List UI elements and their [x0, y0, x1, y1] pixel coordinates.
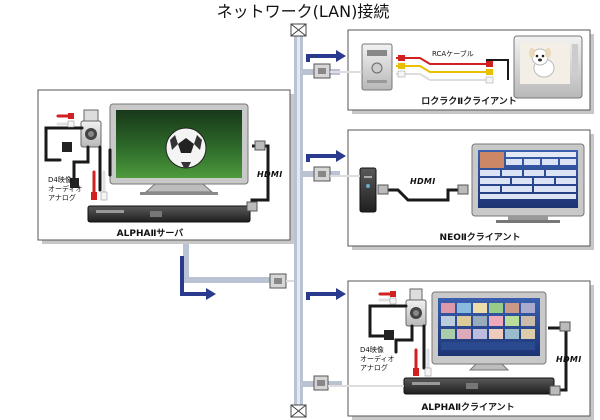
server-box-label: ALPHAⅡサーバ [117, 228, 184, 239]
rokuraku-lan-plug-icon [313, 63, 331, 79]
neo-tv-icon [471, 143, 585, 223]
server-av-cables [44, 114, 112, 198]
diagram-title: ネットワーク(LAN)接続 [217, 2, 390, 21]
alpha-client-box-label: ALPHAⅡクライアント [421, 402, 514, 413]
alpha-client-thumbnail-grid [441, 303, 535, 350]
alpha-client-port-label-line: D4映像 [360, 345, 384, 354]
alpha-client-rca-plugs-icon [384, 291, 432, 377]
lan-link-neo [303, 150, 360, 182]
server-port-label-line: アナログ [48, 193, 76, 202]
alpha-client-port-label-line: オーディオ [360, 354, 395, 363]
server-rca-plugs-icon [62, 113, 108, 201]
server-box: D4映像 オーディオ アナログ HDMI ALPHAⅡサーバ [37, 89, 294, 244]
neo-box-label: NEOⅡクライアント [440, 232, 521, 243]
lan-link-rokuraku [303, 50, 362, 79]
alpha-client-recorder-icon [403, 377, 555, 395]
alpha-client-hdmi-label: HDMI [556, 355, 581, 364]
lan-backbone [290, 23, 307, 418]
server-hdmi-cable [246, 140, 270, 212]
alpha-client-box: D4映像 オーディオ アナログ [347, 280, 594, 420]
lan-link-server [180, 244, 294, 300]
alpha-client-tuner-icon [405, 288, 427, 327]
rokuraku-cable-label: RCAケーブル [432, 49, 474, 58]
rokuraku-crt-tv-icon [513, 35, 583, 99]
rokuraku-client-box: RCAケーブル ロクラクⅡクライアント [347, 29, 594, 114]
rokuraku-rca-cable [396, 57, 509, 81]
lan-link-alpha-client [303, 288, 404, 391]
server-port-label-line: D4映像 [48, 175, 72, 184]
server-hdmi-label: HDMI [257, 170, 282, 179]
alpha-client-port-label: D4映像 オーディオ アナログ [360, 345, 397, 372]
server-recorder-icon [87, 205, 251, 223]
lan-bottom-junction-icon [290, 404, 307, 418]
server-tuner-icon [80, 109, 102, 148]
rokuraku-box-label: ロクラクⅡクライアント [421, 96, 517, 107]
alpha-client-tv-icon [431, 291, 547, 371]
neo-hdmi-cable [377, 184, 469, 202]
server-port-label-line: オーディオ [48, 184, 83, 193]
neo-device-icon [359, 167, 377, 213]
alpha-client-lan-plug-icon [313, 375, 329, 391]
alpha-client-port-label-line: アナログ [360, 363, 388, 372]
neo-hdmi-label: HDMI [410, 177, 435, 186]
neo-lan-plug-icon [313, 166, 331, 182]
server-tv-icon [109, 103, 249, 195]
neo-client-box: HDMI NEOⅡクライアント [347, 129, 594, 250]
rokuraku-device-icon [361, 43, 393, 91]
alpha-client-hdmi-cable [548, 321, 571, 396]
rokuraku-rca-plugs-icon [397, 55, 494, 84]
server-lan-plug-icon [269, 273, 287, 289]
server-port-label: D4映像 オーディオ アナログ [48, 175, 85, 202]
lan-top-junction-icon [290, 23, 307, 37]
